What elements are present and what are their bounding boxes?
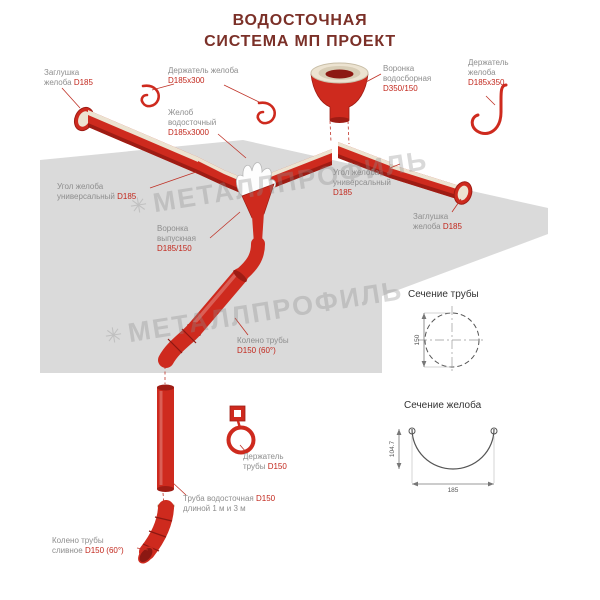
gutter-run-right <box>390 164 460 200</box>
gutter-section-title: Сечение желоба <box>404 400 482 411</box>
pipe-section-title: Сечение трубы <box>408 289 479 300</box>
label-gutter-holder-right: Держатель желоба D185х350 <box>468 58 509 87</box>
title-line-1: ВОДОСТОЧНАЯ <box>232 12 368 29</box>
label-outlet-funnel: Воронка выпускная D185/150 <box>157 224 196 253</box>
label-gutter-corner-left: Угол желоба универсальный D185 <box>57 182 137 201</box>
label-gutter-end-cap-left: Заглушка желоба D185 <box>44 68 93 87</box>
gutter-holder-icon-2 <box>256 101 276 125</box>
label-gutter-holder-top: Держатель желоба D185х300 <box>168 66 239 85</box>
label-drain-elbow: Колено трубы сливное D150 (60°) <box>52 536 124 555</box>
label-downpipe: Труба водосточная D150 длиной 1 м и 3 м <box>183 494 276 513</box>
drain-elbow <box>138 500 175 564</box>
gutter-width-value: 185 <box>448 487 459 494</box>
gutter-depth-value: 104.7 <box>389 440 396 457</box>
label-pipe-holder: Держатель трубы D150 <box>243 452 287 471</box>
downpipe <box>157 384 174 492</box>
watermark-logo-icon: ✳ <box>103 323 127 349</box>
leader-lines <box>61 73 496 551</box>
collect-funnel <box>310 62 369 123</box>
pipe-section-diagram: 150 <box>414 306 486 374</box>
label-collect-funnel: Воронка водосборная D350/150 <box>383 64 432 93</box>
pipe-diameter-value: 150 <box>414 334 421 345</box>
gutter-holder-icon-right <box>470 83 508 136</box>
roof-background <box>40 140 548 373</box>
label-gutter-end-cap-right: Заглушка желоба D185 <box>413 212 462 231</box>
pipe-holder <box>226 405 256 455</box>
gutter-run-left <box>88 110 198 174</box>
label-pipe-elbow: Колено трубы D150 (60°) <box>237 336 289 355</box>
title-line-2: СИСТЕМА МП ПРОЕКТ <box>204 33 396 50</box>
pipe-elbow-mid <box>158 322 202 368</box>
gutter-corner-right <box>338 142 390 178</box>
gutter-end-cap-right <box>453 181 473 205</box>
gutter-section-diagram: 185 104.7 <box>389 427 498 494</box>
assembly-dashed-lines <box>162 120 350 506</box>
page-title: ВОДОСТОЧНАЯ СИСТЕМА МП ПРОЕКТ <box>0 10 600 52</box>
label-gutter: Желоб водосточный D185х3000 <box>168 108 217 137</box>
label-gutter-corner-right: Угол желоба универсальный D185 <box>333 168 391 197</box>
